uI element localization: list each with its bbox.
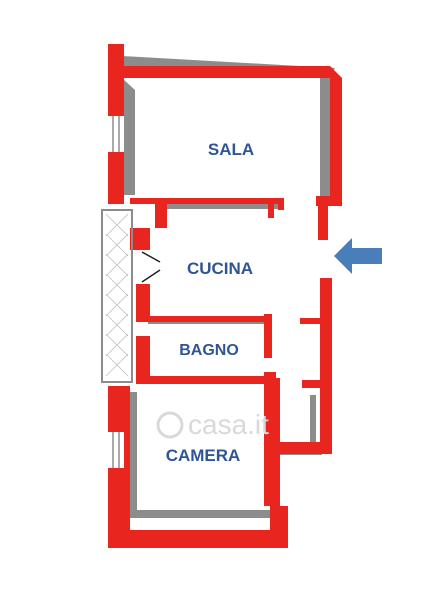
watermark: casa.it	[156, 409, 269, 440]
watermark-logo-icon	[156, 411, 184, 439]
balcony-door	[141, 251, 161, 283]
room-label-cucina: CUCINA	[187, 259, 253, 278]
room-label-sala: SALA	[208, 140, 254, 159]
watermark-text: casa.it	[188, 409, 269, 440]
entrance-arrow-icon	[334, 238, 382, 274]
room-label-camera: CAMERA	[166, 446, 241, 465]
room-label-bagno: BAGNO	[179, 342, 239, 359]
walls	[101, 44, 342, 548]
balcony-hatch	[105, 213, 129, 377]
camera-window	[108, 432, 124, 468]
sala-window	[108, 116, 124, 152]
windows	[108, 116, 124, 468]
